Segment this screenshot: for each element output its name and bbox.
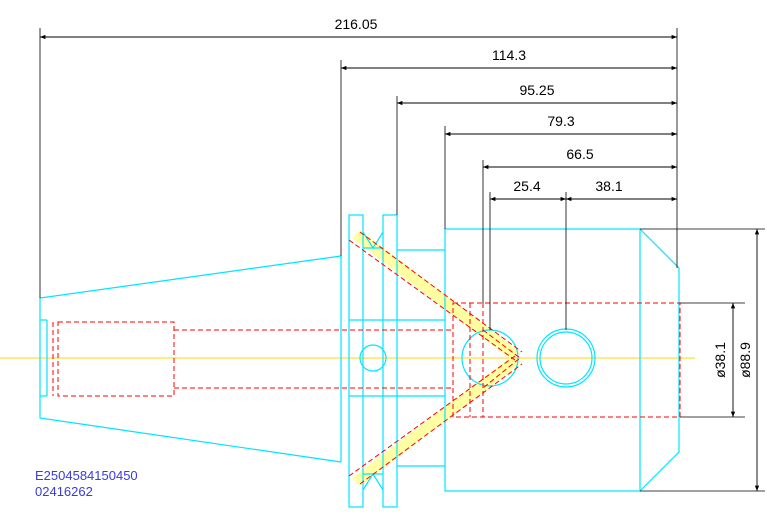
holder-body [444,228,680,492]
dim-body-length: 79.3 [547,113,574,129]
dim-cross-hole-2: 38.1 [595,178,622,194]
taper-shank [39,255,342,463]
hidden-lines [52,231,681,485]
coolant-channels [352,230,520,486]
dim-flange-face: 95.25 [519,82,554,98]
v-flange [348,214,445,508]
part-number-line1: E2504584150450 [35,468,138,483]
dim-cross-hole-1: 25.4 [513,178,540,194]
dim-bore-depth: 66.5 [566,146,593,162]
dim-bore-diameter: ø38.1 [712,342,728,378]
dim-taper-flange: 114.3 [492,47,526,63]
part-number-line2: 02416262 [35,484,93,499]
extension-lines [39,28,765,492]
dimension-lines [40,34,760,491]
dim-overall-length: 216.05 [335,16,378,32]
dim-body-diameter: ø88.9 [737,342,753,378]
